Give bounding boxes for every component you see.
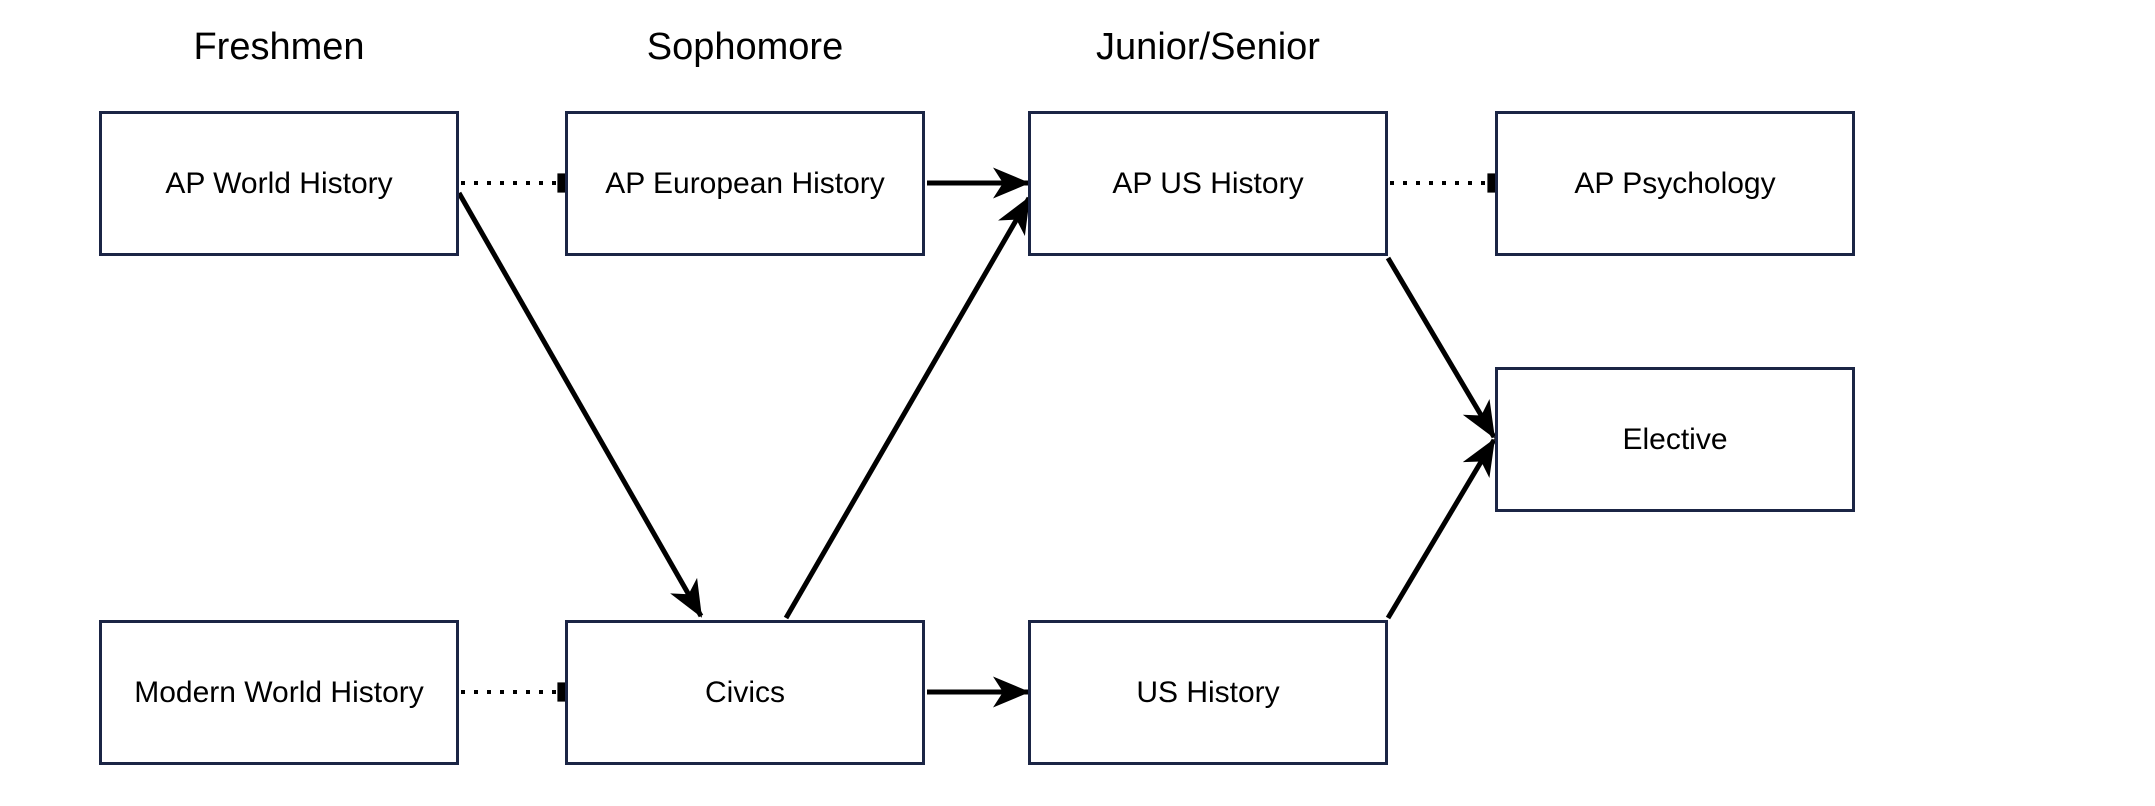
column-header-junior-senior: Junior/Senior [1028, 28, 1388, 66]
column-header-freshmen: Freshmen [99, 28, 459, 66]
node-ap-european-history[interactable]: AP European History [565, 111, 925, 256]
column-header-label: Sophomore [646, 26, 844, 68]
edge-ap-world-to-civics [456, 191, 704, 618]
node-label: US History [1136, 675, 1280, 709]
node-elective[interactable]: Elective [1495, 367, 1855, 512]
node-label: AP US History [1112, 166, 1304, 200]
column-header-sophomore: Sophomore [565, 28, 925, 66]
edge-us-history-to-elective [1385, 438, 1497, 620]
node-ap-world-history[interactable]: AP World History [99, 111, 459, 256]
node-ap-psychology[interactable]: AP Psychology [1495, 111, 1855, 256]
column-header-label: Junior/Senior [1096, 26, 1320, 68]
edge-civics-to-ap-us [783, 196, 1032, 620]
column-header-label: Freshmen [193, 26, 365, 68]
node-label: Elective [1622, 422, 1728, 456]
node-ap-us-history[interactable]: AP US History [1028, 111, 1388, 256]
node-label: Civics [705, 675, 785, 709]
edge-ap-us-to-elective [1385, 256, 1497, 439]
node-label: AP European History [605, 166, 885, 200]
node-label: AP World History [165, 166, 393, 200]
node-label: AP Psychology [1574, 166, 1776, 200]
node-modern-world-history[interactable]: Modern World History [99, 620, 459, 765]
node-label: Modern World History [134, 675, 424, 709]
node-us-history[interactable]: US History [1028, 620, 1388, 765]
node-civics[interactable]: Civics [565, 620, 925, 765]
